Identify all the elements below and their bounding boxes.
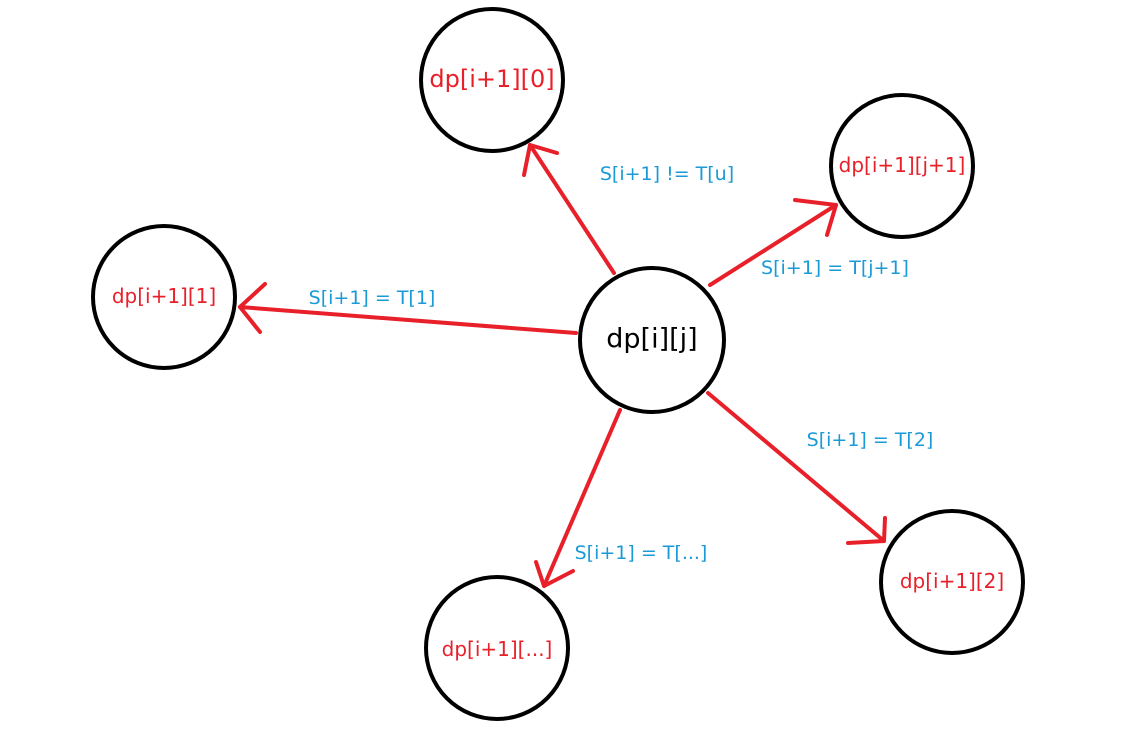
- node-next-j-plus-1-label: dp[i+1][j+1]: [839, 153, 966, 177]
- node-next-2-label: dp[i+1][2]: [900, 569, 1004, 593]
- edge-to-next-0: [528, 143, 616, 275]
- edge-to-next-ellipsis: [542, 408, 622, 588]
- arrowhead-next-2: [846, 516, 887, 545]
- node-next-ellipsis-circle: [424, 575, 570, 721]
- edge-label-to-next-j-plus-1: S[i+1] = T[j+1]: [761, 257, 909, 279]
- edge-labels: S[i+1] != T[u] S[i+1] = T[j+1] S[i+1] = …: [309, 163, 934, 564]
- node-next-2: dp[i+1][2]: [879, 509, 1025, 655]
- edge-label-to-next-0: S[i+1] != T[u]: [600, 163, 734, 185]
- edge-label-to-next-2: S[i+1] = T[2]: [807, 429, 934, 451]
- edge-to-next-1: [238, 305, 578, 335]
- node-center: dp[i][j]: [578, 266, 726, 414]
- node-next-1-circle: [91, 224, 237, 370]
- node-center-circle: [578, 266, 726, 414]
- edge-to-next-j-plus-1: [708, 203, 838, 287]
- arrowhead-next-ellipsis: [534, 560, 575, 588]
- arrowhead-next-j-plus-1: [793, 198, 838, 237]
- node-next-ellipsis-label: dp[i+1][...]: [442, 637, 553, 661]
- edge-label-to-next-1: S[i+1] = T[1]: [309, 287, 436, 309]
- node-next-1: dp[i+1][1]: [91, 224, 237, 370]
- node-next-1-label: dp[i+1][1]: [112, 284, 216, 308]
- node-next-j-plus-1: dp[i+1][j+1]: [829, 93, 975, 239]
- node-next-2-circle: [879, 509, 1025, 655]
- arrowhead-next-0: [522, 143, 559, 177]
- edges: [238, 143, 887, 588]
- node-next-0-label: dp[i+1][0]: [429, 65, 554, 93]
- node-next-ellipsis: dp[i+1][...]: [424, 575, 570, 721]
- node-next-0: dp[i+1][0]: [419, 7, 565, 153]
- edge-label-to-next-ellipsis: S[i+1] = T[...]: [575, 542, 708, 564]
- node-next-j-plus-1-circle: [829, 93, 975, 239]
- node-center-label: dp[i][j]: [606, 324, 697, 355]
- arrowhead-next-1: [238, 282, 267, 334]
- node-next-0-circle: [419, 7, 565, 153]
- edge-to-next-2: [706, 391, 886, 543]
